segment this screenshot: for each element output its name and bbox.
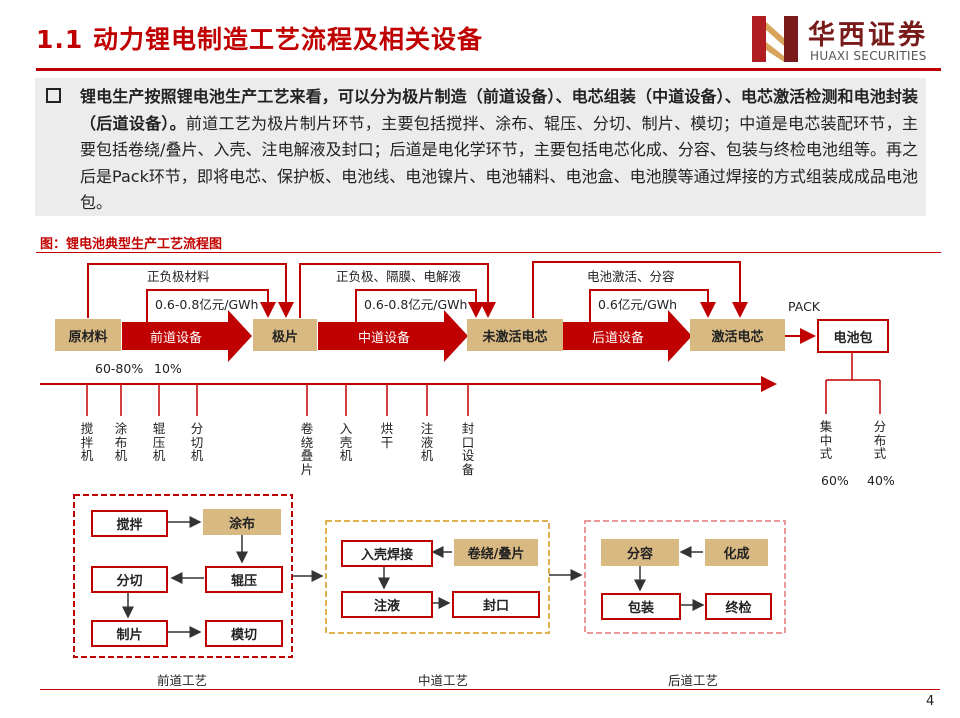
pack-distributed-share: 40% <box>867 473 895 488</box>
process-final-inspection: 终检 <box>705 593 772 620</box>
back-process-title: 后道工艺 <box>668 673 719 688</box>
pack-centralized: 集中式 <box>819 419 833 461</box>
middle-value-label: 0.6-0.8亿元/GWh <box>364 297 468 312</box>
front-process-title: 前道工艺 <box>157 673 208 688</box>
front-equipment-share: 10% <box>154 361 182 376</box>
process-coating: 涂布 <box>203 509 281 535</box>
intro-paragraph: 锂电生产按照锂电池生产工艺来看，可以分为极片制造（前道设备）、电芯组装（中道设备… <box>80 84 918 217</box>
process-rolling: 辊压 <box>205 566 283 593</box>
equipment-sealer: 封口设备 <box>461 421 475 477</box>
process-case-welding: 入壳焊接 <box>341 540 433 567</box>
process-slitting: 分切 <box>91 566 168 593</box>
logo-text-cn: 华西证券 <box>808 20 928 51</box>
huaxi-logo-icon <box>752 16 798 62</box>
page-number: 4 <box>926 694 935 709</box>
equipment-drying: 烘干 <box>380 421 394 450</box>
middle-process-title: 中道工艺 <box>418 673 469 688</box>
title-divider <box>36 68 941 71</box>
back-process-frame <box>584 520 786 634</box>
back-input-label: 电池激活、分容 <box>587 269 675 284</box>
middle-input-loop <box>299 263 496 318</box>
process-sealing: 封口 <box>452 591 540 618</box>
raw-material-share: 60-80% <box>95 361 144 376</box>
front-value-loop <box>146 289 276 322</box>
figure-caption-divider <box>36 252 941 253</box>
middle-input-label: 正负极、隔膜、电解液 <box>336 269 462 284</box>
back-value-loop <box>589 289 716 322</box>
middle-stage-arrow <box>318 310 468 362</box>
node-electrode: 极片 <box>253 319 317 351</box>
square-bullet-icon <box>46 88 61 103</box>
equipment-slitter: 分切机 <box>190 421 204 463</box>
intro-panel <box>35 78 926 216</box>
page-title: 1.1 动力锂电制造工艺流程及相关设备 <box>36 25 483 54</box>
process-tab-forming: 制片 <box>91 620 168 647</box>
middle-process-frame <box>325 520 550 634</box>
process-packaging: 包装 <box>601 593 681 620</box>
middle-value-loop <box>355 289 484 322</box>
node-raw-material: 原材料 <box>55 319 121 351</box>
footer-divider <box>40 689 940 690</box>
intro-lead: 锂电生产按照锂电池生产工艺来看，可以分为极片制造（前道设备）、电芯组装（中道设备… <box>80 87 918 133</box>
node-activated-cell: 激活电芯 <box>690 319 785 351</box>
back-stage-label: 后道设备 <box>592 331 645 346</box>
equipment-winding-stacking: 卷绕叠片 <box>300 421 314 477</box>
logo-text-en: HUAXI SECURITIES <box>810 49 927 63</box>
front-stage-arrow <box>122 310 252 362</box>
process-die-cutting: 模切 <box>205 620 283 647</box>
front-input-label: 正负极材料 <box>147 269 210 284</box>
front-value-label: 0.6-0.8亿元/GWh <box>155 297 259 312</box>
back-value-label: 0.6亿元/GWh <box>598 297 678 312</box>
process-formation: 化成 <box>705 539 768 566</box>
equipment-coater: 涂布机 <box>114 421 128 463</box>
figure-caption: 图：锂电池典型生产工艺流程图 <box>40 237 223 252</box>
equipment-roller: 辊压机 <box>152 421 166 463</box>
front-stage-label: 前道设备 <box>150 331 203 346</box>
process-winding-stacking: 卷绕/叠片 <box>454 539 538 566</box>
pack-distributed: 分布式 <box>873 419 887 461</box>
equipment-mixer: 搅拌机 <box>80 421 94 463</box>
process-grading: 分容 <box>601 539 679 566</box>
node-inactive-cell: 未激活电芯 <box>467 319 563 351</box>
equipment-filler: 注液机 <box>420 421 434 463</box>
node-battery-pack: 电池包 <box>817 319 889 353</box>
equipment-casing: 入壳机 <box>339 421 353 463</box>
process-mixing: 搅拌 <box>91 510 168 537</box>
front-input-loop <box>87 263 294 318</box>
pack-label: PACK <box>788 299 820 314</box>
back-stage-arrow <box>563 310 692 362</box>
intro-body: 前道工艺为极片制片环节，主要包括搅拌、涂布、辊压、分切、制片、模切；中道是电芯装… <box>80 113 918 213</box>
process-electrolyte-filling: 注液 <box>341 591 433 618</box>
back-input-loop <box>532 261 748 318</box>
pack-centralized-share: 60% <box>821 473 849 488</box>
middle-stage-label: 中道设备 <box>358 331 411 346</box>
